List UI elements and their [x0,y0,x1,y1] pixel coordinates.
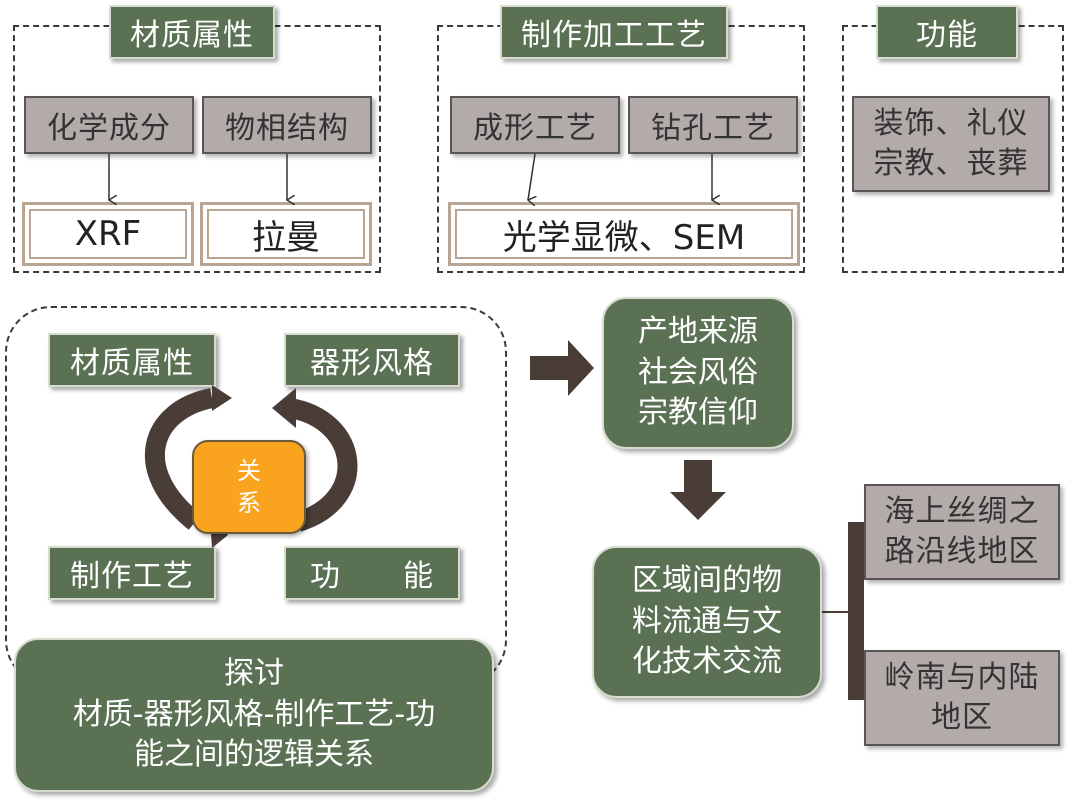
exchange-line-2: 料流通与文 [632,603,782,639]
relationship-char-1: 关 [237,456,261,485]
raman-method-box: 拉曼 [200,202,372,266]
drilling-process-box: 钻孔工艺 [628,96,798,154]
discussion-line-3: 能之间的逻辑关系 [134,737,374,773]
phase-structure-box: 物相结构 [202,96,372,154]
arrow-forming-to-sem [528,153,535,200]
discussion-line-1: 探讨 [224,656,284,692]
microscopy-sem-box: 光学显微、SEM [448,202,800,266]
region-2-line-1: 岭南与内陆 [884,659,1040,695]
region-1-line-1: 海上丝绸之 [884,493,1040,529]
cycle-arrow-left-head [212,385,232,411]
origin-line-1: 产地来源 [638,314,758,350]
cycle-node-craft: 制作工艺 [48,546,216,600]
discussion-box: 探讨 材质-器形风格-制作工艺-功 能之间的逻辑关系 [14,638,494,792]
exchange-box: 区域间的物 料流通与文 化技术交流 [592,546,822,698]
exchange-line-1: 区域间的物 [632,563,782,599]
craft-panel-title: 制作加工工艺 [500,5,728,59]
right-arrow [530,340,594,396]
material-panel-title: 材质属性 [109,5,275,59]
region-1-line-2: 路沿线地区 [884,534,1040,569]
function-line-1: 装饰、礼仪 [873,105,1029,141]
region-lingnan-inland: 岭南与内陆 地区 [864,650,1060,746]
cycle-arrow-left [145,388,215,530]
function-line-2: 宗教、丧葬 [873,146,1029,181]
cycle-node-function: 功 能 [284,546,460,600]
chemical-composition-box: 化学成分 [24,96,194,154]
forming-process-box: 成形工艺 [450,96,620,154]
down-arrow [670,460,726,520]
function-content-box: 装饰、礼仪 宗教、丧葬 [852,96,1050,192]
function-panel-title: 功能 [876,5,1018,59]
region-bracket [848,522,864,700]
cycle-arrow-right [287,398,358,532]
origin-line-3: 宗教信仰 [638,395,758,431]
discussion-line-2: 材质-器形风格-制作工艺-功 [72,696,436,732]
origin-line-2: 社会风俗 [638,354,758,390]
cycle-node-style: 器形风格 [284,333,460,387]
origin-box: 产地来源 社会风俗 宗教信仰 [602,297,794,449]
cycle-arrow-right-head [272,388,296,428]
relationship-char-2: 系 [237,489,261,517]
relationship-center-box: 关 系 [192,440,306,534]
cycle-node-material: 材质属性 [48,333,216,387]
region-2-line-2: 地区 [931,700,993,735]
exchange-line-3: 化技术交流 [632,644,782,680]
region-maritime-silk-road: 海上丝绸之 路沿线地区 [864,484,1060,580]
